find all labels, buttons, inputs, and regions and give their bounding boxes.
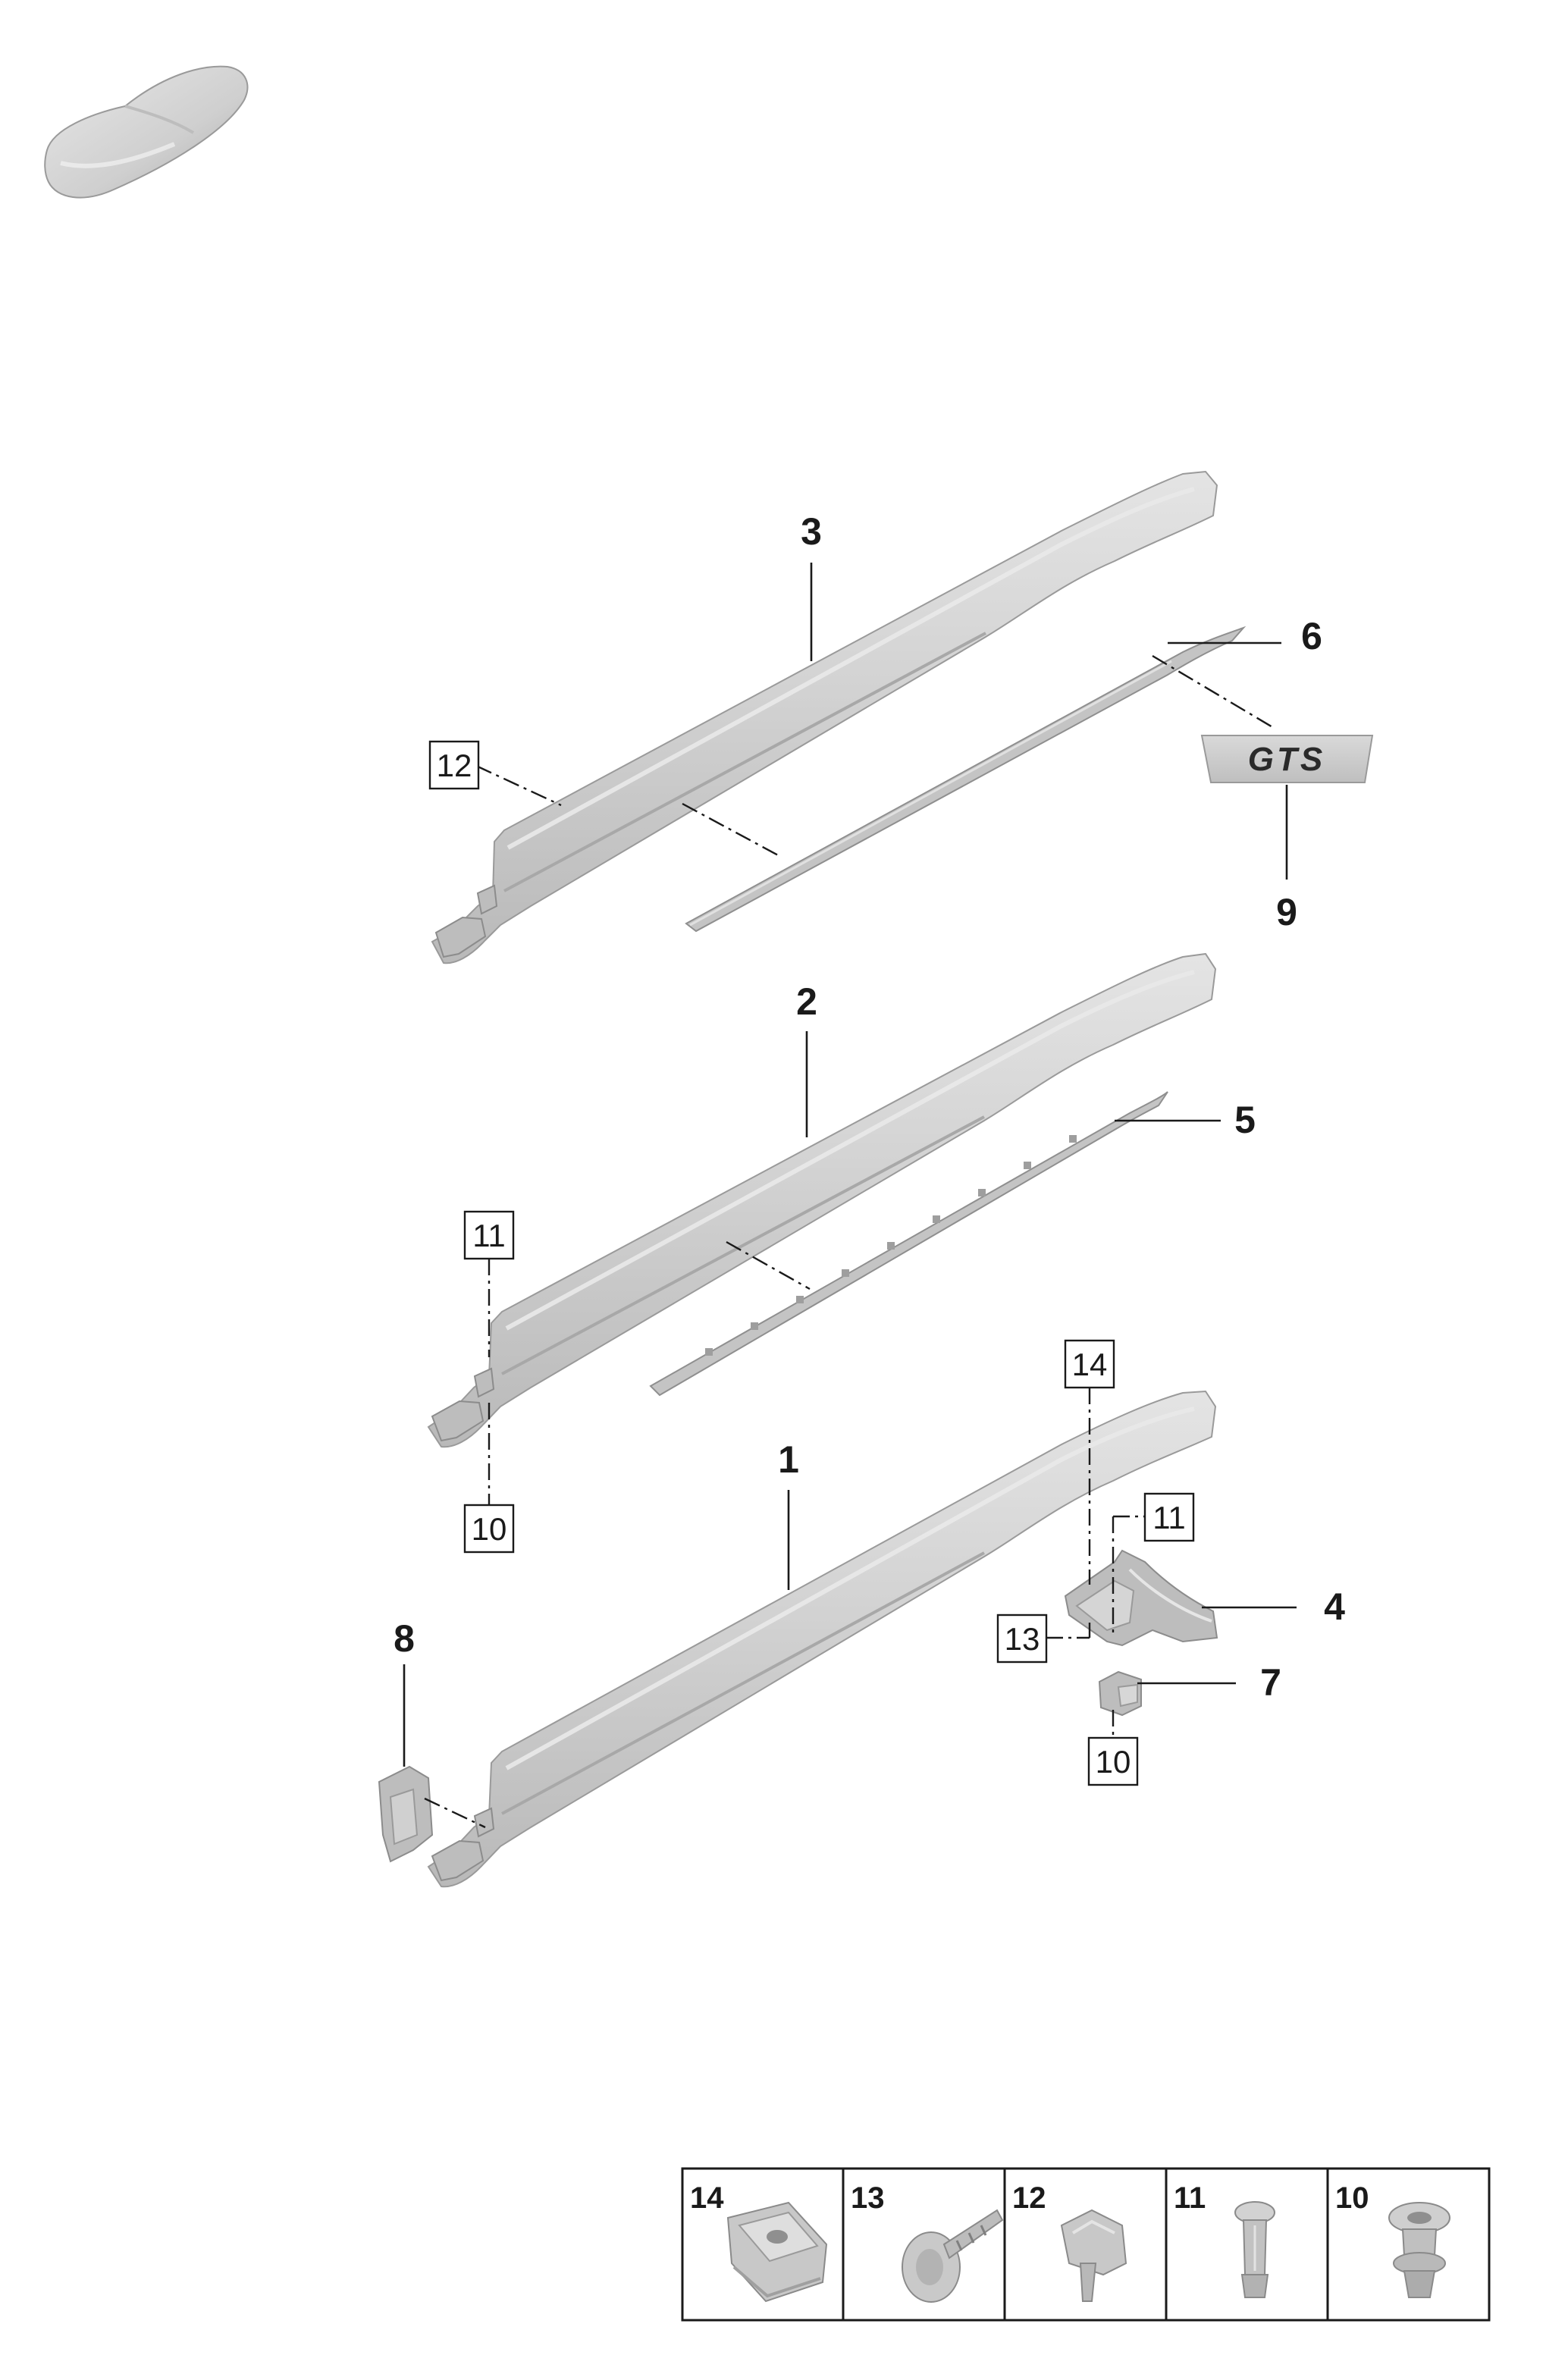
side-sill-trim-1 — [427, 1390, 1217, 1888]
legend-label: 10 — [1335, 2181, 1369, 2215]
ref-box-11-sill2: 11 — [463, 1210, 515, 1260]
legend-label: 11 — [1174, 2181, 1206, 2215]
clip-nut-icon — [726, 2201, 828, 2303]
sill-insert-strip-6 — [685, 626, 1247, 933]
expanding-nut-icon — [1388, 2202, 1450, 2298]
callout-3: 3 — [801, 510, 822, 553]
legend-cell-14: 14 — [690, 2181, 828, 2303]
legend-label: 14 — [690, 2181, 724, 2215]
side-sill-trim-2 — [427, 952, 1217, 1448]
callout-1: 1 — [778, 1438, 799, 1481]
ref-label: 10 — [1096, 1744, 1131, 1780]
ref-box-13: 13 — [996, 1614, 1048, 1664]
callout-8: 8 — [394, 1617, 415, 1660]
callout-7: 7 — [1260, 1661, 1281, 1704]
badge-text: GTS — [1248, 741, 1325, 778]
ref-label: 11 — [1152, 1500, 1186, 1535]
side-sill-trim-3 — [431, 470, 1218, 964]
vehicle-thumbnail-icon — [44, 65, 249, 199]
leader-lines — [403, 563, 1297, 1767]
legend-cell-11: 11 — [1174, 2181, 1275, 2298]
bracket-4 — [1064, 1549, 1218, 1647]
legend-label: 12 — [1012, 2181, 1046, 2215]
ref-label: 10 — [472, 1511, 507, 1547]
legend-cell-10: 10 — [1335, 2181, 1450, 2298]
clip-7 — [1098, 1670, 1142, 1717]
clip-icon — [1060, 2209, 1127, 2302]
callout-6: 6 — [1301, 615, 1322, 657]
callout-9: 9 — [1276, 891, 1297, 933]
ref-label: 12 — [437, 748, 472, 783]
ref-box-10-sill2: 10 — [463, 1504, 515, 1554]
callout-4: 4 — [1324, 1585, 1345, 1628]
callout-numbers: 3 6 9 2 5 1 4 7 8 — [394, 510, 1345, 1704]
sill-insert-strip-5 — [649, 1091, 1168, 1397]
callout-5: 5 — [1234, 1099, 1256, 1141]
ref-box-14: 14 — [1064, 1339, 1115, 1389]
screw-icon — [902, 2209, 1004, 2303]
ref-label: 13 — [1005, 1621, 1040, 1657]
fastener-legend: 14 13 12 — [681, 2167, 1491, 2322]
ref-box-12: 12 — [428, 740, 480, 790]
legend-cell-12: 12 — [1012, 2181, 1127, 2302]
ref-box-10-sill1: 10 — [1087, 1736, 1139, 1786]
ref-box-11-sill1: 11 — [1143, 1492, 1195, 1542]
reference-lines — [424, 654, 1275, 1829]
boxed-references: 12 11 10 14 11 13 10 — [428, 740, 1195, 1786]
legend-cell-13: 13 — [851, 2181, 1004, 2303]
bracket-8 — [378, 1765, 434, 1863]
push-rivet-icon — [1234, 2201, 1275, 2298]
gts-badge-9: GTS — [1200, 735, 1374, 783]
callout-2: 2 — [796, 980, 817, 1023]
ref-label: 14 — [1072, 1347, 1108, 1382]
ref-label: 11 — [472, 1218, 506, 1253]
legend-label: 13 — [851, 2181, 885, 2215]
